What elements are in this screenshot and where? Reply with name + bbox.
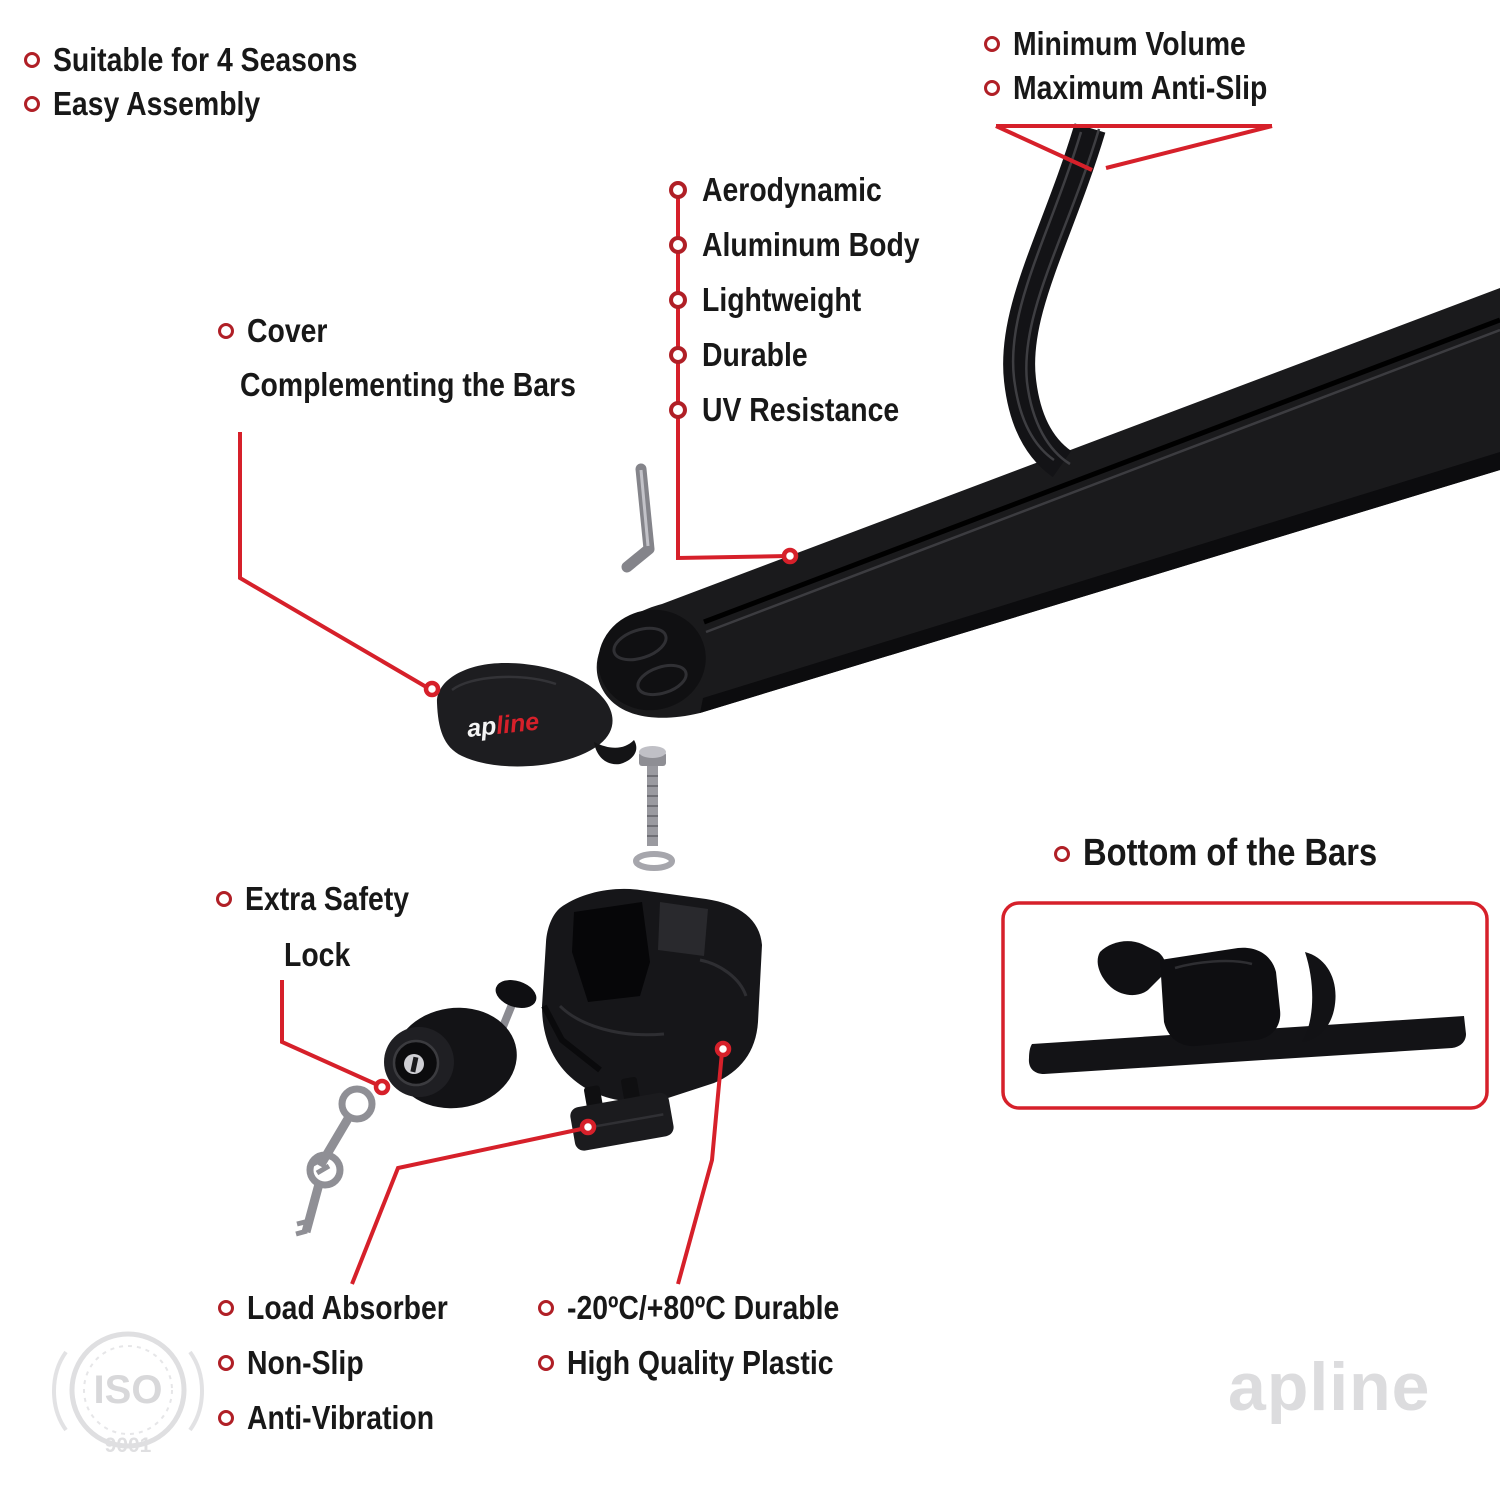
cover-illustration: apline (436, 663, 637, 767)
safety-lock-label-text: Lock (284, 936, 351, 973)
foot-clamp-illustration (541, 888, 762, 1102)
bullet-icon (218, 1354, 234, 1371)
rubber-strip-illustration (1003, 123, 1106, 478)
safety-lock-label-line2: Lock (284, 936, 361, 974)
list-item: Anti-Vibration (218, 1390, 480, 1445)
leader-antislip-left (995, 124, 1093, 172)
list-item: Non-Slip (218, 1335, 480, 1390)
crossbar-illustration (596, 288, 1500, 718)
list-item: High Quality Plastic (538, 1335, 884, 1390)
bullet-icon (218, 1409, 234, 1426)
bottom-left-feature-list: Load Absorber Non-Slip Anti-Vibration (218, 1280, 480, 1445)
list-item: Maximum Anti-Slip (984, 66, 1309, 110)
list-item: Lightweight (702, 272, 955, 327)
feature-label: Load Absorber (247, 1288, 448, 1326)
bottom-of-bars-illustration (1028, 941, 1466, 1074)
list-item: Aerodynamic (702, 162, 955, 217)
cover-label-line2: Complementing the Bars (240, 366, 631, 404)
top-left-feature-list: Suitable for 4 Seasons Easy Assembly (24, 38, 407, 126)
bolt-illustration (639, 746, 666, 846)
leader-lock (280, 980, 381, 1088)
cover-label-line1: Cover (218, 312, 341, 350)
feature-label: Non-Slip (247, 1343, 364, 1381)
iso-badge-watermark: ISO 9001 (52, 1331, 204, 1457)
feature-label: Easy Assembly (53, 85, 261, 122)
lock-illustration (384, 980, 537, 1109)
brand-watermark: apline (1228, 1349, 1431, 1425)
leader-cover (238, 432, 430, 690)
washer-illustration (633, 851, 675, 871)
list-item: Aluminum Body (702, 217, 955, 272)
feature-list-bullets (669, 181, 687, 419)
feature-label: Durable (702, 335, 808, 373)
feature-label: -20ºC/+80ºC Durable (567, 1288, 840, 1326)
list-item: Durable (702, 327, 955, 382)
bullet-icon (218, 1299, 234, 1316)
feature-label: Lightweight (702, 280, 862, 318)
cover-brand-logo: apline (466, 708, 541, 743)
load-absorber-illustration (570, 1076, 674, 1151)
bullet-icon (538, 1299, 554, 1316)
list-item: UV Resistance (702, 382, 955, 437)
feature-label: Maximum Anti-Slip (1013, 69, 1268, 106)
feature-label: Aerodynamic (702, 170, 882, 208)
list-item: Load Absorber (218, 1280, 480, 1335)
feature-label: Aluminum Body (702, 225, 920, 263)
list-item: -20ºC/+80ºC Durable (538, 1280, 884, 1335)
feature-label: Suitable for 4 Seasons (53, 41, 358, 78)
allen-key-illustration (621, 463, 655, 573)
bullet-icon (984, 80, 1000, 96)
bullet-icon (538, 1354, 554, 1371)
list-item: Suitable for 4 Seasons (24, 38, 407, 82)
leader-plastic (676, 1051, 724, 1285)
leader-endpoint-dots (373, 547, 799, 1136)
top-right-feature-list: Minimum Volume Maximum Anti-Slip (984, 22, 1309, 110)
leader-load-absorber (350, 1126, 587, 1285)
bullet-icon (24, 52, 40, 68)
bar-feature-list: Aerodynamic Aluminum Body Lightweight Du… (702, 162, 955, 437)
iso-number-text: 9001 (105, 1434, 152, 1457)
bullet-icon (1054, 845, 1070, 862)
feature-label: High Quality Plastic (567, 1343, 834, 1381)
iso-text: ISO (94, 1368, 163, 1412)
list-item: Minimum Volume (984, 22, 1309, 66)
leader-antislip-right (1105, 124, 1273, 170)
feature-label: Minimum Volume (1013, 25, 1246, 62)
list-item: Easy Assembly (24, 82, 407, 126)
feature-label: UV Resistance (702, 390, 900, 428)
bottom-of-bars-label: Bottom of the Bars (1054, 832, 1425, 875)
bottom-of-bars-text: Bottom of the Bars (1083, 832, 1378, 874)
cover-label-text: Cover (247, 312, 328, 349)
cover-label-text: Complementing the Bars (240, 366, 576, 403)
safety-lock-label-line1: Extra Safety (216, 880, 436, 918)
bullet-icon (984, 36, 1000, 52)
bullet-icon (218, 323, 234, 339)
safety-lock-label-text: Extra Safety (245, 880, 410, 917)
bottom-of-bars-panel (1001, 901, 1489, 1110)
keys-illustration (295, 1085, 376, 1237)
bullet-icon (216, 891, 232, 907)
feature-label: Anti-Vibration (247, 1398, 435, 1436)
bottom-center-feature-list: -20ºC/+80ºC Durable High Quality Plastic (538, 1280, 884, 1390)
bullet-icon (24, 96, 40, 112)
